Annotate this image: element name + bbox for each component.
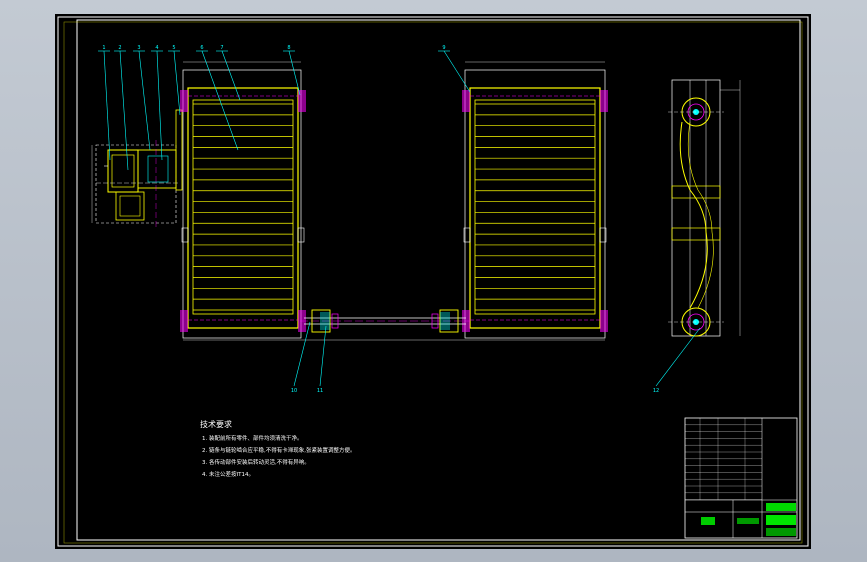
frame-yellow [63, 21, 803, 544]
balloon-label: 11 [317, 388, 323, 394]
leader-line [173, 50, 181, 116]
leader-line [201, 50, 239, 151]
balloon-label: 2 [118, 45, 121, 51]
leader-line [288, 50, 301, 96]
tech-note: 2. 链条与链轮啮合应平稳,不得有卡滞现象,张紧装置调整方便。 [202, 446, 356, 454]
motor-assembly [95, 109, 183, 230]
title-block-rows [685, 418, 762, 500]
leader-line [138, 50, 151, 151]
leader-line [319, 325, 327, 387]
balloon-label: 12 [653, 388, 659, 394]
balloon-label: 8 [287, 45, 290, 51]
leader-line [156, 50, 163, 161]
tech-note: 4. 未注公差按IT14。 [202, 470, 254, 478]
leader-lines [98, 50, 701, 387]
right-conveyor-slats [475, 103, 595, 311]
balloon-label: 1 [102, 45, 105, 51]
balloon-label: 6 [200, 45, 203, 51]
drawing-background [55, 14, 811, 549]
balloon-label: 7 [220, 45, 223, 51]
balloon-label: 5 [172, 45, 175, 51]
tech-note: 3. 各传动部件安装后转动灵活,不得有异响。 [202, 458, 310, 466]
technical-requirements: 技术要求 1. 装配前所有零件、部件均须清洗干净。 2. 链条与链轮啮合应平稳,不… [200, 419, 356, 478]
sheet-border [57, 16, 809, 547]
leader-line [103, 50, 111, 161]
tech-note: 1. 装配前所有零件、部件均须清洗干净。 [202, 434, 303, 442]
title-block [684, 417, 798, 539]
inner-frame [76, 19, 801, 541]
dimension-lines [91, 61, 605, 341]
balloon-label: 10 [291, 388, 297, 394]
tech-title: 技术要求 [200, 419, 232, 429]
side-view [668, 79, 741, 337]
left-conveyor-slats [193, 103, 293, 311]
connecting-shaft [300, 309, 470, 333]
leader-line [119, 50, 129, 171]
leader-line [655, 327, 701, 387]
leader-line [293, 321, 311, 387]
balloon-label: 9 [442, 45, 445, 51]
leader-line [443, 50, 471, 93]
leader-line [221, 50, 241, 101]
balloon-label: 4 [155, 45, 158, 51]
tech-notes: 1. 装配前所有零件、部件均须清洗干净。 2. 链条与链轮啮合应平稳,不得有卡滞现… [202, 434, 356, 478]
balloon-label: 3 [137, 45, 140, 51]
